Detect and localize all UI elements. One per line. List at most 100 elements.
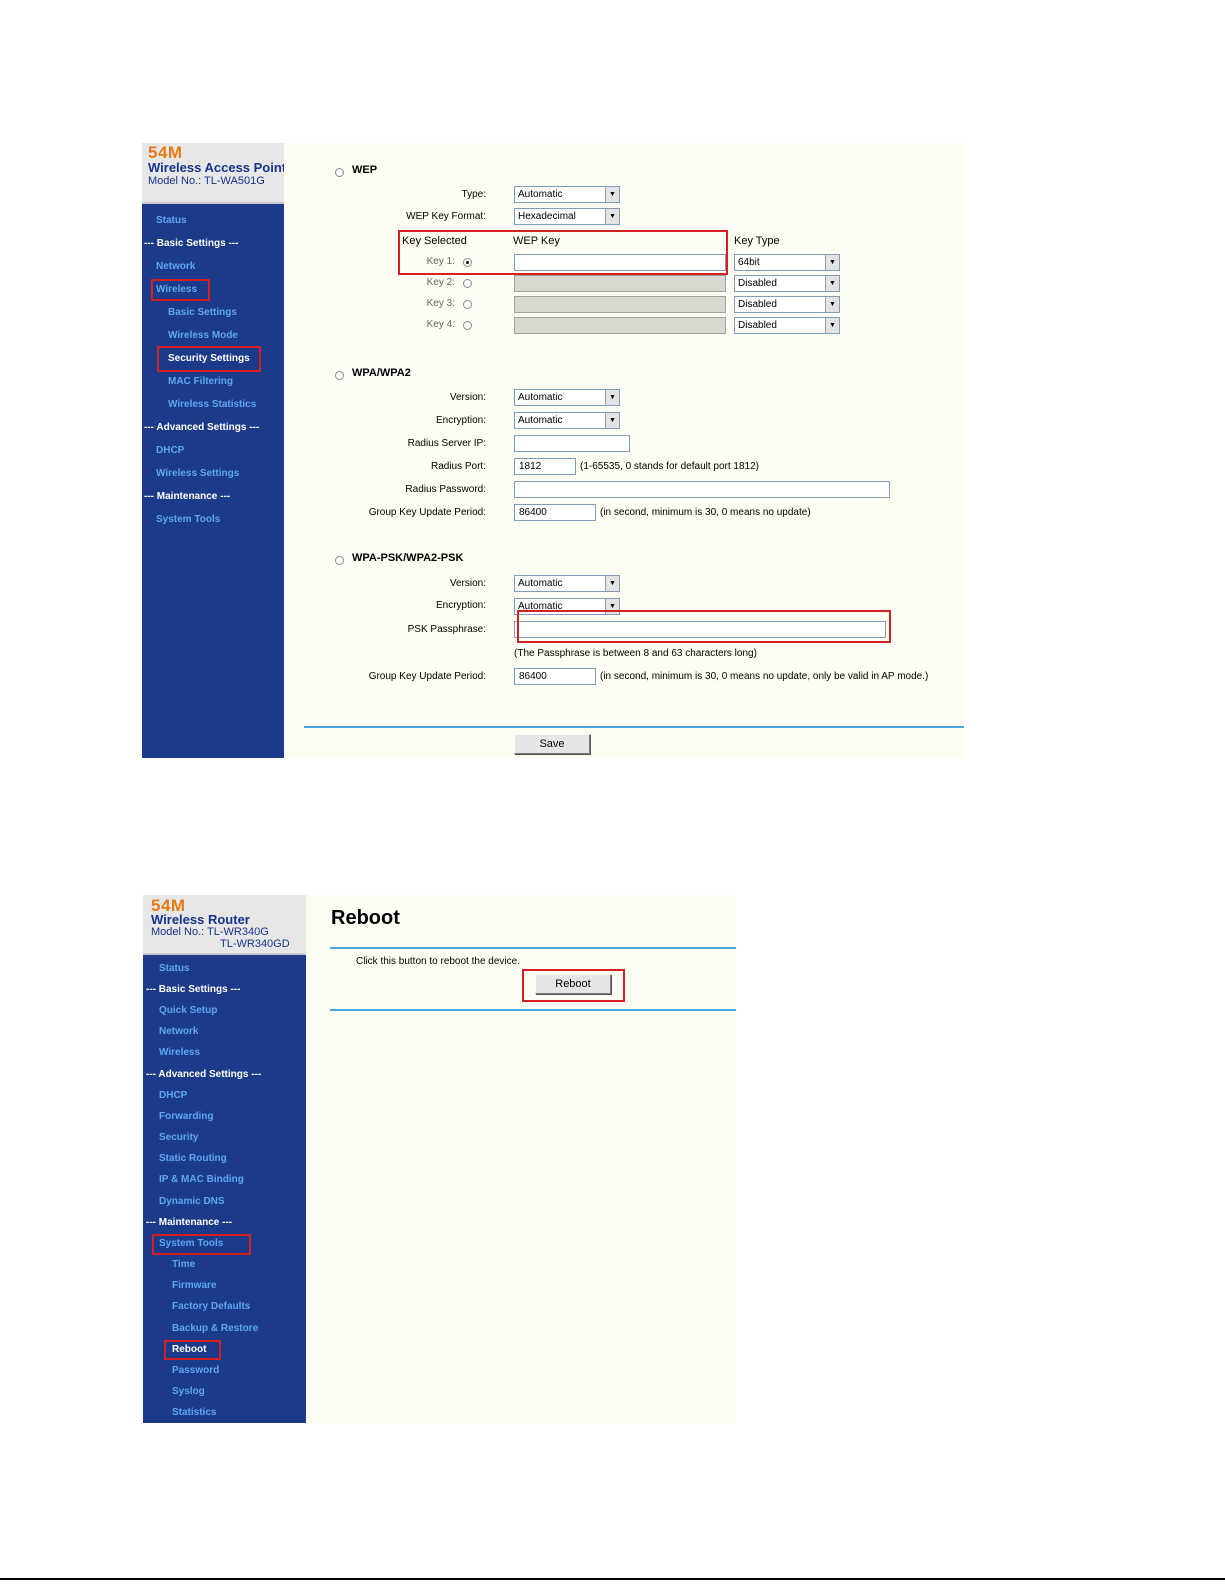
key-4-type-select[interactable]: Disabled▼: [734, 317, 840, 334]
radius-password-input[interactable]: [514, 481, 890, 498]
nav-firmware[interactable]: Firmware: [172, 1280, 217, 1291]
nav-dynamic-dns[interactable]: Dynamic DNS: [159, 1196, 225, 1207]
key-1-type-select[interactable]: 64bit▼: [734, 254, 840, 271]
wpa-group-key-value: 86400: [519, 507, 547, 518]
chevron-down-icon: ▼: [825, 276, 839, 291]
model-number-alt: TL-WR340GD: [220, 938, 290, 950]
wpa-radio[interactable]: [335, 371, 344, 380]
key-2-input[interactable]: [514, 275, 726, 292]
key-1-input[interactable]: [514, 254, 726, 271]
nav-reboot[interactable]: Reboot: [172, 1344, 207, 1355]
security-settings-screenshot: 54M Wireless Access Point Model No.: TL-…: [142, 143, 964, 758]
chevron-down-icon: ▼: [825, 297, 839, 312]
nav-dhcp[interactable]: DHCP: [156, 445, 185, 456]
wep-key-format-label: WEP Key Format:: [406, 211, 486, 222]
brand-logo: 54M: [151, 896, 186, 915]
key-2-radio[interactable]: [463, 279, 472, 288]
psk-version-value: Automatic: [518, 578, 563, 589]
psk-group-key-input[interactable]: 86400: [514, 668, 596, 685]
page-title: Reboot: [331, 907, 400, 929]
nav-dhcp[interactable]: DHCP: [159, 1090, 188, 1101]
nav-basic-settings[interactable]: Basic Settings: [168, 307, 237, 318]
radius-server-ip-input[interactable]: [514, 435, 630, 452]
nav-wireless-settings[interactable]: Wireless Settings: [156, 468, 240, 479]
save-button[interactable]: Save: [514, 734, 590, 754]
key-3-type-select[interactable]: Disabled ▼: [734, 296, 840, 313]
nav-wireless-statistics[interactable]: Wireless Statistics: [168, 399, 257, 410]
nav-section-basic-settings: --- Basic Settings ---: [146, 984, 241, 995]
psk-version-select[interactable]: Automatic ▼: [514, 575, 620, 592]
wpa-version-label: Version:: [449, 392, 486, 403]
radius-port-hint: (1-65535, 0 stands for default port 1812…: [580, 461, 760, 472]
nav-forwarding[interactable]: Forwarding: [159, 1111, 214, 1122]
nav-static-routing[interactable]: Static Routing: [159, 1153, 227, 1164]
nav-security-settings[interactable]: Security Settings: [168, 353, 250, 364]
nav-system-tools[interactable]: System Tools: [156, 514, 221, 525]
chevron-down-icon: ▼: [605, 576, 619, 591]
page-bottom-rule: [0, 1578, 1225, 1580]
product-name: Wireless Access Point: [148, 160, 287, 175]
nav-backup-restore[interactable]: Backup & Restore: [172, 1323, 259, 1334]
highlight-reboot-button: [522, 969, 625, 1002]
key-2-type-select[interactable]: Disabled▼: [734, 275, 840, 292]
radius-port-input[interactable]: 1812: [514, 458, 576, 475]
psk-encryption-value: Automatic: [518, 601, 563, 612]
key-4-label: Key 4:: [426, 319, 455, 330]
nav-mac-filtering[interactable]: MAC Filtering: [168, 376, 233, 387]
wep-type-select[interactable]: Automatic▼: [514, 186, 620, 203]
nav-network[interactable]: Network: [156, 261, 196, 272]
wep-key-format-select[interactable]: Hexadecimal ▼: [514, 208, 620, 225]
brand-logo: 54M: [148, 143, 183, 162]
chevron-down-icon: ▼: [605, 187, 619, 202]
nav-status[interactable]: Status: [156, 215, 187, 226]
product-name: Wireless Router: [151, 912, 250, 927]
nav-system-tools[interactable]: System Tools: [159, 1238, 224, 1249]
nav-statistics[interactable]: Statistics: [172, 1407, 217, 1418]
reboot-content: Reboot Click this button to reboot the d…: [306, 895, 736, 1423]
nav-quick-setup[interactable]: Quick Setup: [159, 1005, 218, 1016]
divider-top: [330, 947, 736, 949]
model-number: Model No.: TL-WR340G: [151, 926, 269, 938]
wep-radio[interactable]: [335, 168, 344, 177]
model-number: Model No.: TL-WA501G: [148, 175, 265, 187]
wpa-group-key-input[interactable]: 86400: [514, 504, 596, 521]
chevron-down-icon: ▼: [825, 318, 839, 333]
divider: [304, 726, 964, 728]
wep-key-column-header: WEP Key: [513, 235, 560, 247]
key-1-radio[interactable]: [463, 258, 472, 267]
security-settings-content: WEP Type: Automatic▼ WEP Key Format: Hex…: [284, 143, 964, 758]
nav-wireless-mode[interactable]: Wireless Mode: [168, 330, 238, 341]
psk-group-key-label: Group Key Update Period:: [368, 671, 486, 682]
nav-ip-mac-binding[interactable]: IP & MAC Binding: [159, 1174, 244, 1185]
highlight-security-settings: [157, 346, 261, 372]
sidebar: 54M Wireless Router Model No.: TL-WR340G…: [143, 895, 306, 1423]
nav-syslog[interactable]: Syslog: [172, 1386, 205, 1397]
psk-passphrase-label: PSK Passphrase:: [407, 624, 486, 635]
psk-radio[interactable]: [335, 556, 344, 565]
key-1-label: Key 1:: [426, 256, 455, 267]
nav-section-advanced-settings: --- Advanced Settings ---: [144, 422, 260, 433]
nav-password[interactable]: Password: [172, 1365, 220, 1376]
psk-encryption-label: Encryption:: [435, 600, 486, 611]
highlight-reboot-nav: [164, 1340, 221, 1360]
wpa-encryption-select[interactable]: Automatic▼: [514, 412, 620, 429]
nav-factory-defaults[interactable]: Factory Defaults: [172, 1301, 251, 1312]
wpa-version-select[interactable]: Automatic▼: [514, 389, 620, 406]
nav-wireless[interactable]: Wireless: [156, 284, 198, 295]
psk-passphrase-input[interactable]: [514, 621, 886, 638]
nav-status[interactable]: Status: [159, 963, 190, 974]
nav-security[interactable]: Security: [159, 1132, 199, 1143]
nav-wireless[interactable]: Wireless: [159, 1047, 201, 1058]
radius-server-ip-label: Radius Server IP:: [407, 438, 486, 449]
nav-time[interactable]: Time: [172, 1259, 196, 1270]
key-4-radio[interactable]: [463, 321, 472, 330]
key-3-input[interactable]: [514, 296, 726, 313]
reboot-button[interactable]: Reboot: [535, 974, 611, 994]
key-3-radio[interactable]: [463, 300, 472, 309]
chevron-down-icon: ▼: [605, 209, 619, 224]
key-3-type-value: Disabled: [738, 299, 777, 310]
nav-network[interactable]: Network: [159, 1026, 199, 1037]
key-4-input[interactable]: [514, 317, 726, 334]
psk-passphrase-hint: (The Passphrase is between 8 and 63 char…: [514, 648, 757, 659]
wep-key-format-value: Hexadecimal: [518, 211, 576, 222]
